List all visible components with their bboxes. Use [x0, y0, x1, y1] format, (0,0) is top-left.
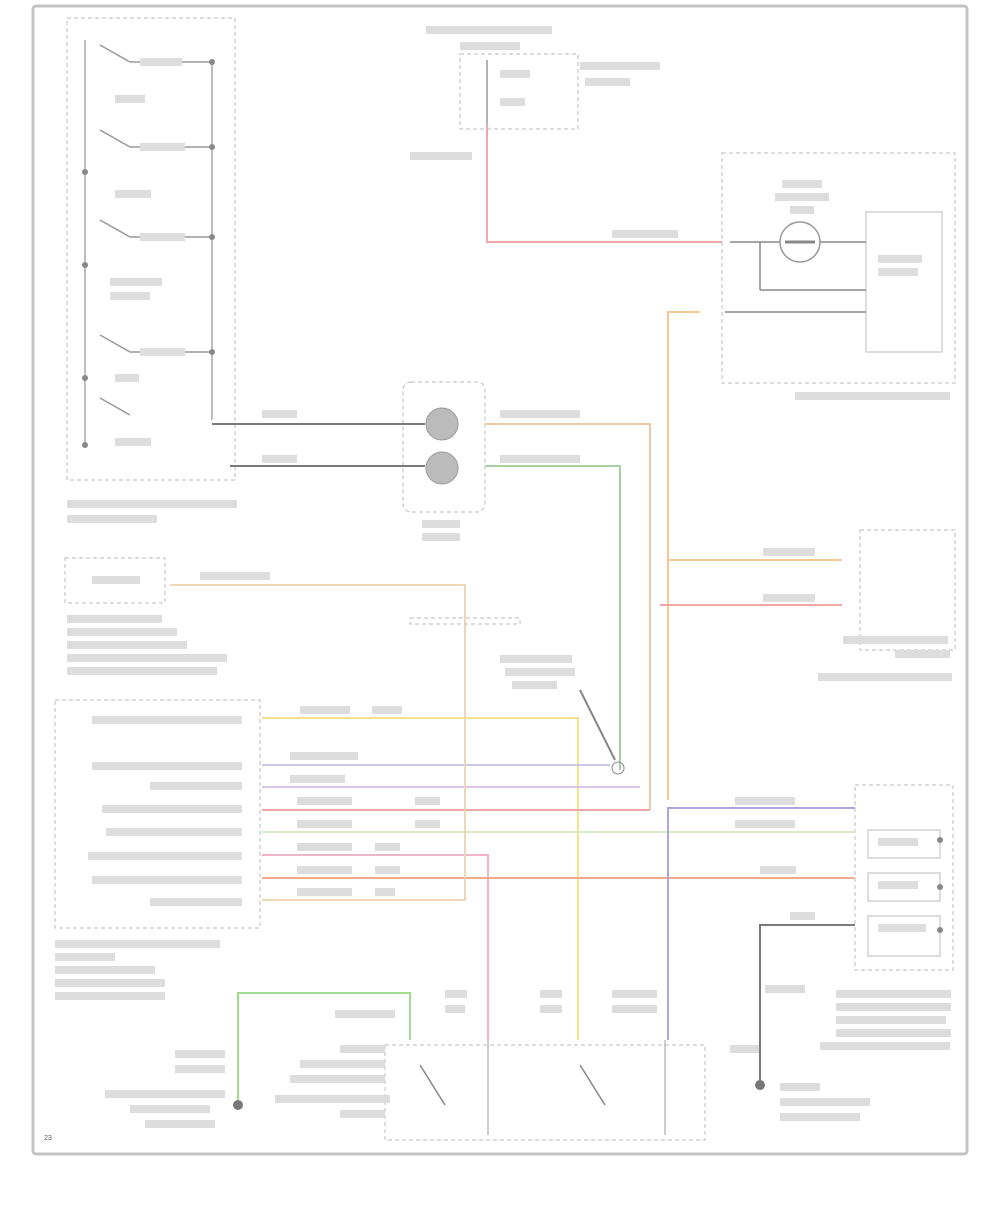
wire-blue	[667, 807, 855, 1040]
wire-orange	[667, 311, 842, 561]
wire-yellow-red	[485, 423, 651, 810]
wire-pcm-yellow	[262, 717, 579, 1040]
clockspring	[402, 381, 486, 541]
top-center-module	[410, 26, 660, 160]
wire-green	[485, 465, 621, 770]
right-mid-module	[818, 529, 956, 681]
right-lower-module	[820, 784, 954, 1050]
instrument-cluster	[721, 152, 956, 400]
control-module	[54, 699, 261, 1000]
wire-pcm-pink	[262, 854, 489, 1040]
wire-pcm-tan	[170, 584, 466, 901]
wire-ground-left	[237, 992, 411, 1100]
wires	[170, 125, 855, 1100]
outer-frame	[31, 4, 969, 1156]
switch-stack	[66, 17, 237, 523]
wire-red-top	[486, 125, 722, 243]
corner-code: 23	[44, 1135, 52, 1142]
bottom-switch-module	[105, 985, 870, 1141]
transmission-module	[64, 557, 227, 675]
wire-ground-right	[759, 924, 855, 1080]
